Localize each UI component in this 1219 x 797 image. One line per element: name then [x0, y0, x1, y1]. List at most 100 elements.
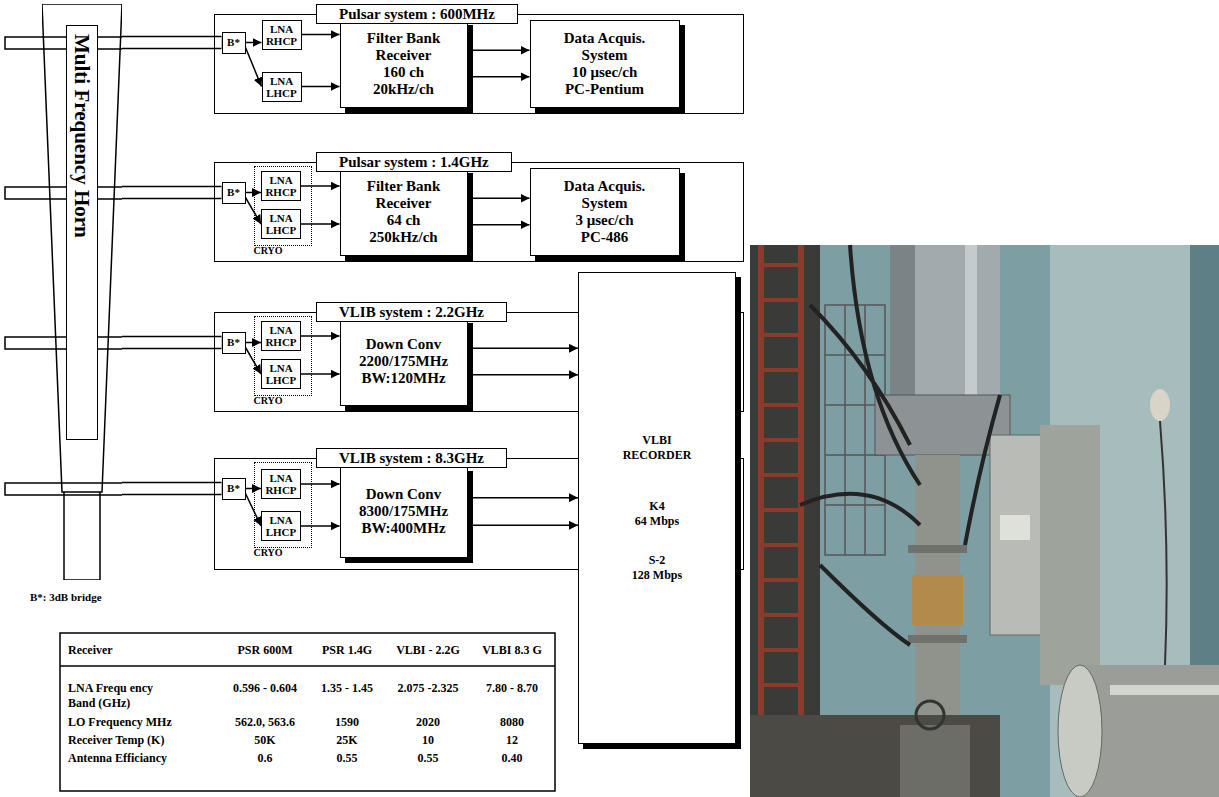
signal-arrow	[301, 484, 340, 485]
cryo-label: CRYO	[254, 245, 283, 257]
table-cell: 25K	[336, 733, 357, 748]
bridge-box: B*	[222, 182, 246, 204]
signal-arrow	[301, 483, 340, 485]
signal-arrow	[468, 50, 530, 51]
table-cell: 50K	[254, 733, 275, 748]
telescope-photo	[750, 715, 1000, 797]
telescope-photo	[890, 245, 915, 395]
lna-box: LNA RHCP	[261, 321, 301, 351]
table-cell: LO Frequency MHz	[68, 715, 180, 730]
signal-arrow	[301, 374, 340, 375]
bridge-box: B*	[222, 332, 246, 354]
table-cell: PSR 1.4G	[322, 643, 372, 658]
box-text: K4	[649, 499, 664, 514]
table-cell: 0.596 - 0.604	[233, 681, 297, 696]
table-frame	[60, 633, 555, 791]
box-text: 20kHz/ch	[373, 81, 434, 98]
box-text: 128 Mbps	[632, 568, 682, 583]
receiver-box: Down Conv2200/175MHzBW:120MHz	[340, 318, 468, 406]
lna-box: LNA LHCP	[261, 359, 301, 389]
signal-arrow	[468, 50, 530, 52]
table-cell: PSR 600M	[238, 643, 293, 658]
cryo-enclosure: CRYOLNA RHCPLNA LHCP	[254, 166, 312, 246]
box-text: 160 ch	[383, 64, 424, 81]
cryo-label-box: CRYO	[254, 245, 283, 257]
signal-arrow	[246, 42, 262, 43]
signal-arrow	[302, 34, 340, 36]
telescope-photo	[750, 245, 1219, 797]
lna-label: LNA RHCP	[262, 174, 300, 198]
lna-box: LNA RHCP	[261, 171, 301, 201]
box-text: 2200/175MHz	[359, 353, 448, 370]
bridge-box: B*	[222, 478, 246, 500]
feed-bar	[122, 336, 222, 350]
lna-box: LNA LHCP	[261, 209, 301, 239]
box-text: BW:400MHz	[361, 520, 445, 537]
table-cell: 0.55	[418, 751, 439, 766]
system-panel: Pulsar system : 1.4GHzB*CRYOLNA RHCPLNA …	[214, 162, 744, 262]
horn-label: Multi Frequency Horn	[70, 34, 94, 238]
signal-arrow	[468, 525, 579, 527]
signal-arrow	[302, 86, 340, 87]
feed-bar	[122, 42, 222, 43]
system-title: VLIB system : 8.3GHz	[339, 449, 484, 467]
horn-feed-bar	[5, 337, 122, 349]
telescope-photo	[750, 245, 1219, 797]
signal-arrow	[468, 497, 579, 499]
footnote: B*: 3dB bridge	[30, 590, 102, 605]
signal-arrow	[301, 335, 340, 337]
signal-arrow	[301, 224, 340, 225]
telescope-photo	[908, 635, 967, 643]
box-text: Data Acquis. System	[545, 178, 665, 212]
receiver-box: Down Conv8300/175MHzBW:400MHz	[340, 466, 468, 558]
bridge-label: B*	[227, 482, 240, 495]
cryo-enclosure: CRYOLNA RHCPLNA LHCP	[254, 316, 312, 396]
lna-label: LNA RHCP	[263, 23, 301, 47]
table-cell: 8080	[500, 715, 524, 730]
cryo-label: CRYO	[254, 395, 283, 407]
bridge-label: B*	[227, 186, 240, 199]
feed-bar	[122, 36, 222, 50]
lna-box: LNA RHCP	[261, 469, 301, 499]
lna-box: LNA LHCP	[262, 72, 302, 102]
feed-bar	[122, 488, 222, 489]
signal-arrow	[301, 526, 340, 527]
signal-arrow	[468, 497, 579, 498]
box-text: Filter Bank Receiver	[347, 178, 461, 212]
table-cell: LNA Frequ ency Band (GHz)	[68, 681, 180, 711]
box-text: BW:120MHz	[361, 370, 445, 387]
lna-label: LNA LHCP	[263, 75, 301, 99]
feed-bar	[122, 342, 222, 343]
lna-box: LNA LHCP	[261, 511, 301, 541]
telescope-photo	[890, 245, 1000, 395]
signal-arrow	[246, 42, 262, 44]
telescope-photo	[912, 575, 963, 625]
signal-arrow	[468, 348, 579, 349]
signal-arrow	[468, 224, 530, 225]
horn-feed-bar	[5, 187, 122, 199]
feed-bar	[122, 187, 222, 198]
signal-arrow	[302, 86, 340, 88]
signal-arrow	[468, 525, 579, 526]
bridge-label: B*	[227, 36, 240, 49]
table-cell: 562.0, 563.6	[235, 715, 295, 730]
feed-bar	[122, 186, 222, 200]
box-text: 3 μsec/ch	[575, 212, 633, 229]
system-title-box: VLIB system : 2.2GHz	[316, 302, 507, 322]
signal-arrow	[468, 198, 530, 200]
box-text: 8300/175MHz	[359, 503, 448, 520]
system-title-box: Pulsar system : 600MHz	[316, 4, 518, 24]
telescope-photo	[758, 265, 804, 685]
cryo-label-box: CRYO	[254, 547, 283, 559]
lna-box: LNA RHCP	[262, 20, 302, 50]
receiver-box: Filter Bank Receiver64 ch250kHz/ch	[340, 168, 468, 256]
telescope-photo	[1150, 389, 1170, 421]
signal-arrow	[301, 373, 340, 375]
table-cell: 0.6	[258, 751, 273, 766]
lna-label: LNA RHCP	[262, 472, 300, 496]
bridge-label: B*	[227, 336, 240, 349]
telescope-photo	[750, 245, 820, 797]
table-cell: 1.35 - 1.45	[321, 681, 373, 696]
telescope-photo	[798, 245, 804, 797]
cryo-label-box: CRYO	[254, 395, 283, 407]
